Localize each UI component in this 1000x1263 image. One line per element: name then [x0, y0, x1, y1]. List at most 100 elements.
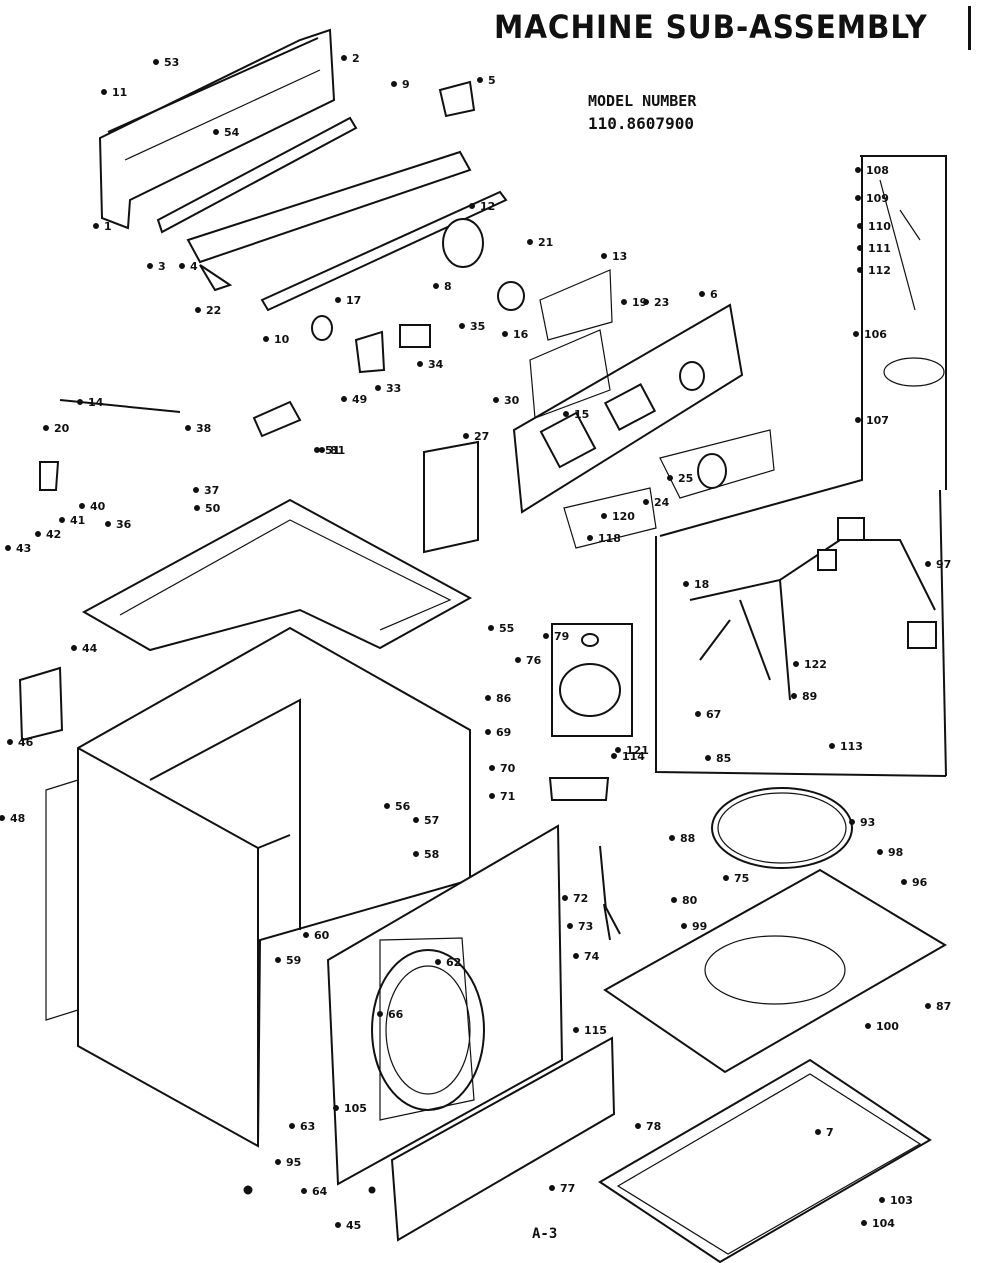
callout-43: 43: [5, 542, 31, 555]
callout-44: 44: [71, 642, 98, 655]
callout-86: 86: [485, 692, 512, 705]
callout-leader-dot: [855, 195, 861, 201]
callout-1: 1: [93, 220, 112, 233]
callout-107: 107: [855, 414, 889, 427]
callout-24: 24: [643, 496, 670, 509]
callout-56: 56: [384, 800, 411, 813]
callout-leader-dot: [562, 895, 568, 901]
callout-55: 55: [488, 622, 514, 635]
callout-leader-dot: [179, 263, 185, 269]
callout-leader-dot: [301, 1188, 307, 1194]
callout-leader-dot: [71, 645, 77, 651]
callout-leader-dot: [303, 932, 309, 938]
callout-50: 50: [194, 502, 221, 515]
callout-number: 30: [504, 394, 520, 407]
callout-leader-dot: [384, 803, 390, 809]
callout-number: 16: [513, 328, 529, 341]
callout-number: 1: [104, 220, 112, 233]
callout-number: 86: [496, 692, 512, 705]
callout-99: 99: [681, 920, 707, 933]
callout-58: 58: [413, 848, 439, 861]
callout-leader-dot: [601, 513, 607, 519]
callout-leader-dot: [193, 487, 199, 493]
callout-53: 53: [153, 56, 179, 69]
callout-leader-dot: [669, 835, 675, 841]
callout-4: 4: [179, 260, 198, 273]
callout-27: 27: [463, 430, 489, 443]
callout-number: 34: [428, 358, 444, 371]
callout-leader-dot: [793, 661, 799, 667]
callout-97: 97: [925, 558, 951, 571]
toe-kick-panel: [390, 1036, 616, 1242]
callout-leader-dot: [59, 517, 65, 523]
callout-104: 104: [861, 1217, 895, 1230]
callout-leader-dot: [502, 331, 508, 337]
callout-number: 111: [868, 242, 891, 255]
callout-leader-dot: [877, 849, 883, 855]
callout-leader-dot: [849, 819, 855, 825]
callout-number: 37: [204, 484, 219, 497]
callout-number: 104: [872, 1217, 895, 1230]
callout-89: 89: [791, 690, 817, 703]
callout-leader-dot: [621, 299, 627, 305]
callout-leader-dot: [549, 1185, 555, 1191]
callout-2: 2: [341, 52, 360, 65]
callout-leader-dot: [853, 331, 859, 337]
callout-46: 46: [7, 736, 34, 749]
callout-19: 19: [621, 296, 647, 309]
callout-number: 20: [54, 422, 70, 435]
cabinet-body: [45, 626, 471, 1148]
callout-number: 56: [395, 800, 411, 813]
callout-leader-dot: [681, 923, 687, 929]
callout-number: 110: [868, 220, 891, 233]
callout-71: 71: [489, 790, 515, 803]
callout-42: 42: [35, 528, 61, 541]
callout-number: 63: [300, 1120, 315, 1133]
callout-leader-dot: [333, 1105, 339, 1111]
callout-leader-dot: [493, 397, 499, 403]
callout-number: 46: [18, 736, 34, 749]
callout-69: 69: [485, 726, 511, 739]
callout-81: 81: [319, 444, 345, 457]
callout-leader-dot: [567, 923, 573, 929]
callout-number: 74: [584, 950, 600, 963]
callout-111: 111: [857, 242, 891, 255]
callout-number: 53: [164, 56, 179, 69]
callout-leader-dot: [671, 897, 677, 903]
title-rule: [968, 6, 971, 50]
callout-number: 81: [330, 444, 345, 457]
callout-number: 71: [500, 790, 515, 803]
callout-25: 25: [667, 472, 693, 485]
callout-number: 87: [936, 1000, 951, 1013]
callout-54: 54: [213, 126, 240, 139]
callout-106: 106: [853, 328, 887, 341]
callout-leader-dot: [459, 323, 465, 329]
callout-number: 14: [88, 396, 104, 409]
callout-number: 3: [158, 260, 166, 273]
callout-15: 15: [563, 408, 589, 421]
callout-leader-dot: [435, 959, 441, 965]
callout-number: 76: [526, 654, 542, 667]
callout-70: 70: [489, 762, 516, 775]
callout-number: 23: [654, 296, 669, 309]
control-panel: [512, 269, 775, 549]
callout-number: 50: [205, 502, 221, 515]
callout-number: 113: [840, 740, 863, 753]
page-reference: A-3: [532, 1226, 558, 1242]
callout-leader-dot: [643, 499, 649, 505]
callout-114: 114: [611, 750, 645, 763]
callout-leader-dot: [865, 1023, 871, 1029]
callout-leader-dot: [105, 521, 111, 527]
model-number-value: 110.8607900: [588, 114, 694, 133]
callout-number: 95: [286, 1156, 301, 1169]
callout-number: 77: [560, 1182, 575, 1195]
callout-leader-dot: [601, 253, 607, 259]
callout-leader-dot: [543, 633, 549, 639]
callout-112: 112: [857, 264, 891, 277]
callout-105: 105: [333, 1102, 367, 1115]
callout-115: 115: [573, 1024, 607, 1037]
callout-number: 100: [876, 1020, 899, 1033]
callout-98: 98: [877, 846, 903, 859]
callout-21: 21: [527, 236, 553, 249]
